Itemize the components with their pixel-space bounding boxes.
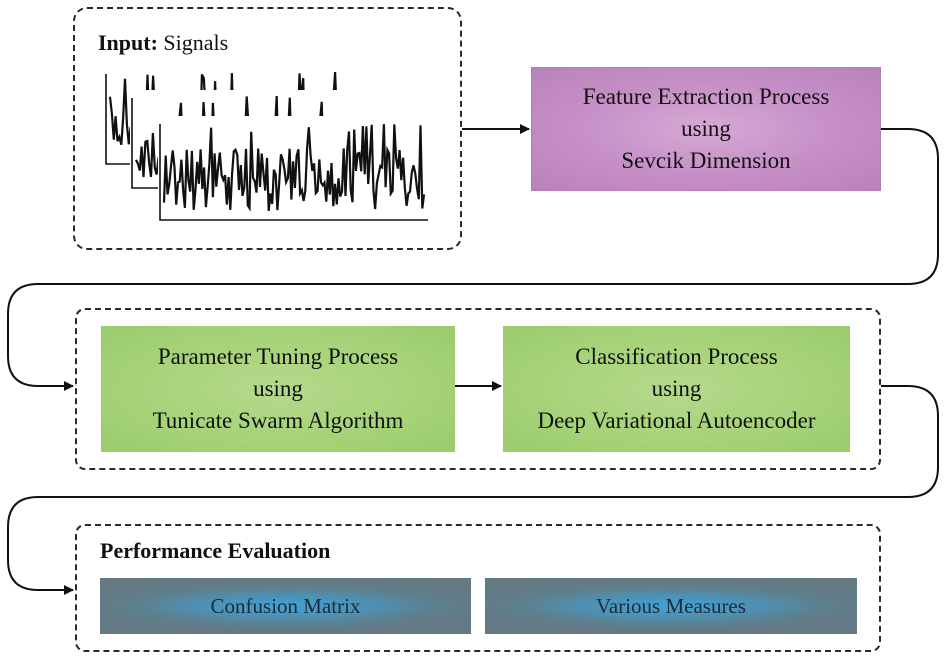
arrow-classification-to-performance	[7, 385, 939, 595]
performance-evaluation-group	[75, 524, 881, 652]
classification-line-1: Classification Process	[575, 344, 778, 369]
confusion-matrix-box: Confusion Matrix	[100, 578, 471, 634]
confusion-matrix-label: Confusion Matrix	[210, 593, 361, 618]
tuning-classification-group	[75, 308, 881, 470]
input-value: Signals	[163, 30, 229, 55]
signal-waveform-icon	[104, 66, 432, 224]
parameter-tuning-line-2: using	[253, 376, 303, 401]
feature-extraction-box: Feature Extraction Process using Sevcik …	[531, 67, 881, 191]
classification-line-2: using	[651, 376, 702, 401]
input-box	[73, 7, 462, 250]
feature-extraction-line-3: Sevcik Dimension	[621, 148, 791, 173]
input-title: Input: Signals	[98, 30, 228, 56]
input-label: Input:	[98, 30, 158, 55]
feature-extraction-line-2: using	[681, 116, 731, 141]
performance-evaluation-title: Performance Evaluation	[100, 538, 331, 563]
parameter-tuning-line-1: Parameter Tuning Process	[157, 344, 399, 369]
various-measures-box: Various Measures	[485, 578, 857, 634]
feature-extraction-line-1: Feature Extraction Process	[582, 84, 830, 109]
classification-line-3: Deep Variational Autoencoder	[537, 408, 816, 433]
parameter-tuning-box: Parameter Tuning Process using Tunicate …	[101, 326, 455, 452]
parameter-tuning-line-3: Tunicate Swarm Algorithm	[152, 408, 404, 433]
arrow-feature-to-tuning	[7, 128, 939, 391]
classification-box: Classification Process using Deep Variat…	[503, 326, 850, 452]
various-measures-label: Various Measures	[596, 593, 746, 618]
